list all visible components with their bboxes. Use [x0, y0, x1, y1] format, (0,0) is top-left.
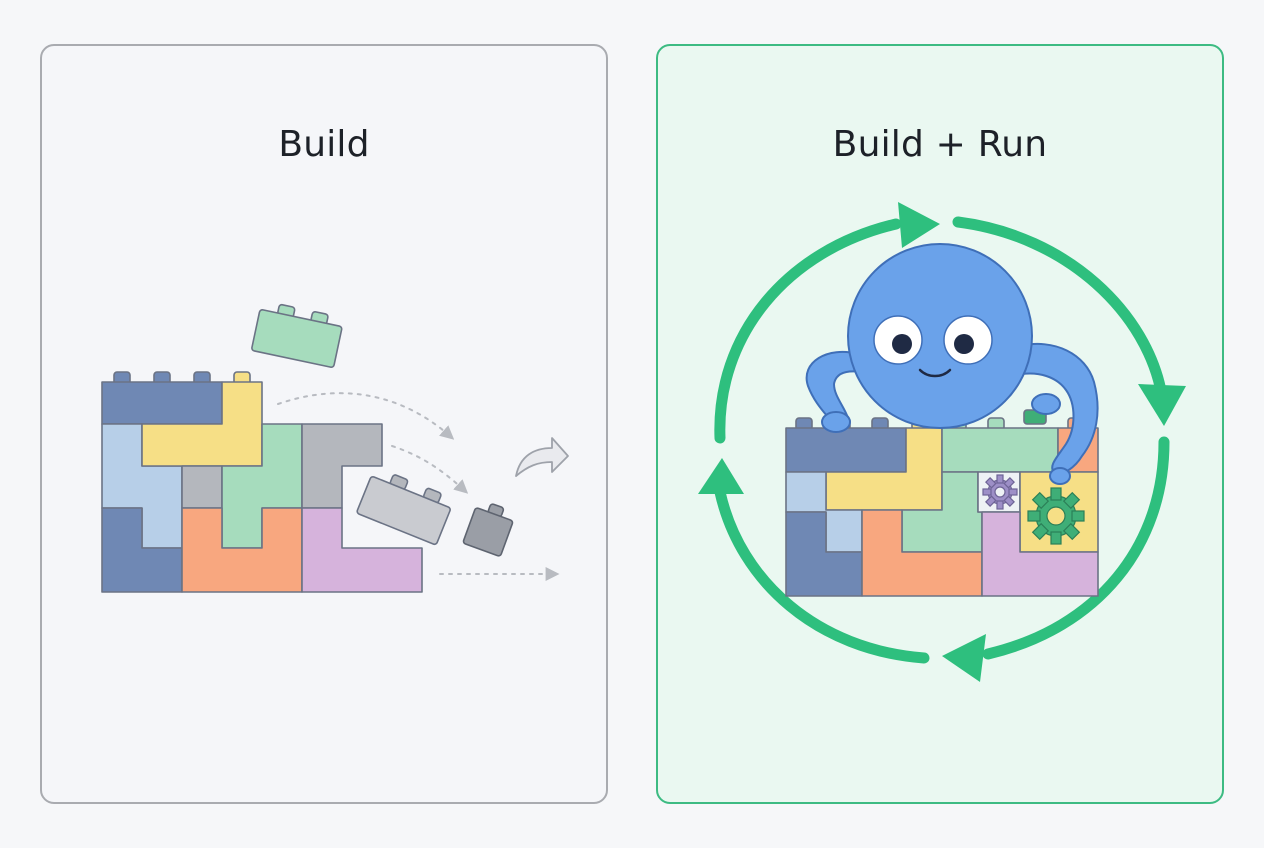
loose-brick-green [251, 303, 343, 369]
build-run-panel-title: Build + Run [832, 124, 1048, 165]
build-panel-title: Build [278, 124, 370, 165]
cycle-arrowheads [698, 202, 1186, 682]
loose-brick-dark [462, 503, 514, 557]
brick-wall-left [101, 371, 423, 593]
build-illustration [101, 303, 569, 593]
gear-icon [982, 474, 1085, 545]
build-run-illustration [698, 202, 1186, 682]
loose-brick-gray [356, 474, 451, 546]
build-panel: Build [40, 44, 608, 804]
brick-wall-right [785, 409, 1099, 597]
robot-character-icon [805, 243, 1099, 485]
build-run-panel: Build + Run [656, 44, 1224, 804]
cycle-arrows-icon [714, 216, 1170, 664]
dotted-arrow-icon [277, 392, 560, 581]
robot-face [873, 315, 993, 378]
curved-arrow-icon [515, 437, 569, 477]
